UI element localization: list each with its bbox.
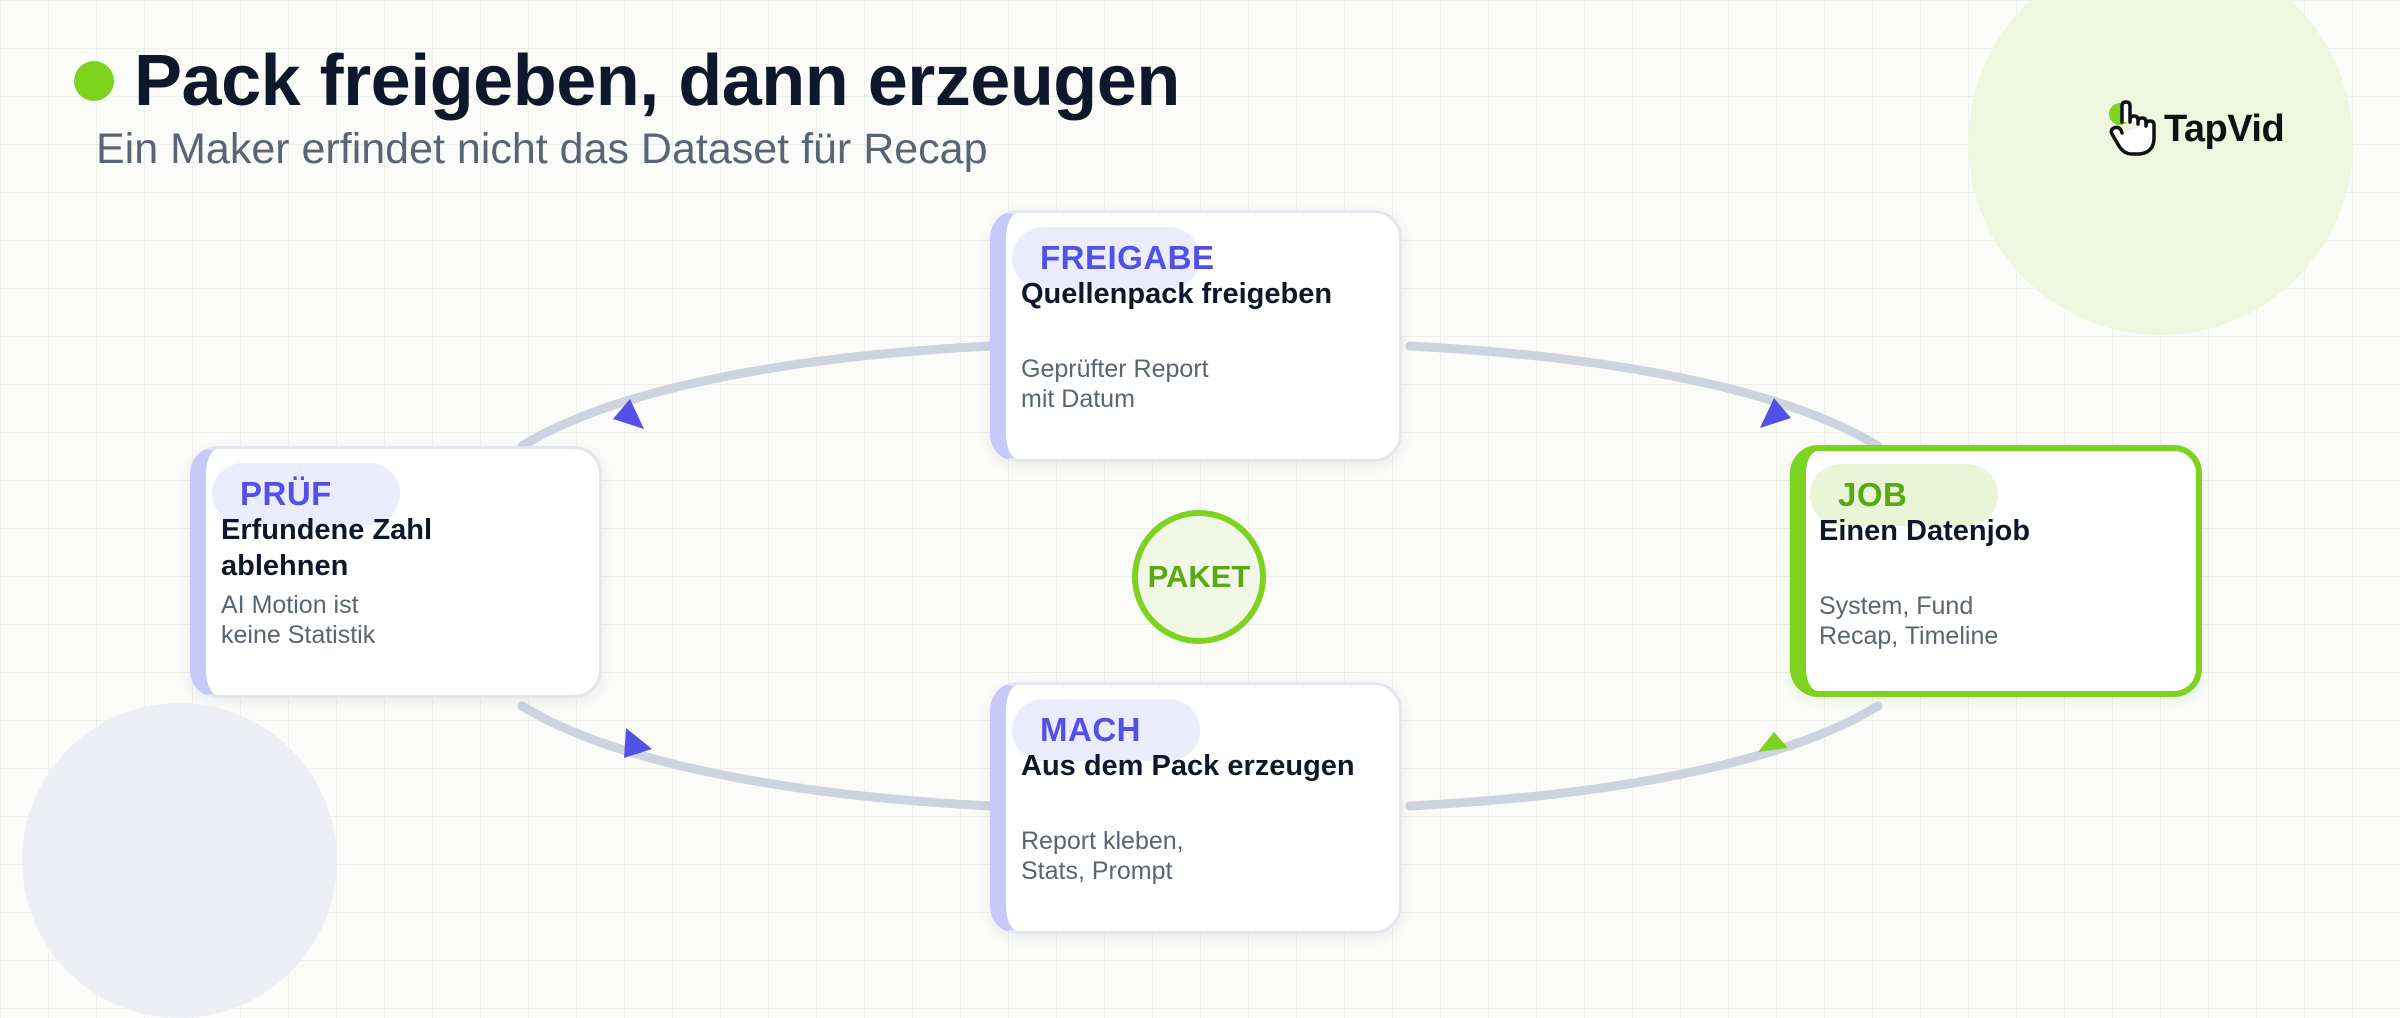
node-description: Geprüfter Report mit Datum — [1021, 354, 1361, 414]
header: Pack freigeben, dann erzeugen — [74, 40, 1180, 122]
node-description-line: Recap, Timeline — [1819, 622, 1999, 650]
connector-freigabe-pruef — [517, 341, 995, 451]
node-description-line: AI Motion ist — [221, 591, 359, 619]
node-description-line: mit Datum — [1021, 385, 1135, 413]
page-subtitle: Ein Maker erfindet nicht das Dataset für… — [96, 125, 988, 173]
node-description-line: Report kleben, — [1021, 827, 1184, 855]
node-tag: PRÜF — [212, 463, 400, 525]
arrow-freigabe-to-pruef — [613, 399, 644, 429]
node-job: JOB Einen Datenjob System, Fund Recap, T… — [1790, 445, 2202, 697]
node-title: Aus dem Pack erzeugen — [1021, 750, 1355, 782]
node-description: System, Fund Recap, Timeline — [1819, 591, 2159, 651]
tapvid-logo: TapVid — [2108, 100, 2285, 158]
cycle-diagram: PAKET FREIGABE Quellenpack freigeben Gep… — [190, 210, 2202, 934]
title-bullet-dot — [74, 61, 114, 101]
connector-pruef-mach — [517, 701, 995, 811]
hand-pointer-icon — [2109, 100, 2156, 156]
node-title: Quellenpack freigeben — [1021, 278, 1333, 310]
arrow-pruef-to-mach — [624, 728, 652, 758]
connector-job-freigabe — [1405, 341, 1883, 451]
logo-text: TapVid — [2164, 107, 2285, 150]
node-title: Erfundene Zahl ablehnen — [221, 514, 433, 582]
node-description-line: System, Fund — [1819, 592, 1974, 620]
node-description-line: Stats, Prompt — [1021, 857, 1173, 885]
node-tag: MACH — [1012, 699, 1200, 761]
node-description-line: keine Statistik — [221, 621, 376, 649]
node-description-line: Geprüfter Report — [1021, 355, 1209, 383]
arrow-job-to-freigabe — [1760, 398, 1791, 428]
connector-mach-job — [1405, 701, 1883, 811]
hub-paket: PAKET — [1132, 510, 1266, 644]
node-title: Einen Datenjob — [1819, 515, 2031, 547]
node-description: Report kleben, Stats, Prompt — [1021, 826, 1361, 886]
node-tag: FREIGABE — [1012, 227, 1214, 289]
arrow-mach-to-job — [1758, 732, 1788, 752]
node-mach: MACH Aus dem Pack erzeugen Report kleben… — [990, 682, 1402, 934]
node-freigabe: FREIGABE Quellenpack freigeben Geprüfter… — [990, 210, 1402, 462]
node-tag: JOB — [1810, 464, 1998, 526]
node-pruef: PRÜF Erfundene Zahl ablehnen AI Motion i… — [190, 446, 602, 698]
node-description: AI Motion ist keine Statistik — [221, 590, 561, 650]
page-title: Pack freigeben, dann erzeugen — [134, 41, 1180, 121]
decorative-green-circle — [1968, 0, 2353, 335]
connector-layer — [517, 341, 1883, 811]
